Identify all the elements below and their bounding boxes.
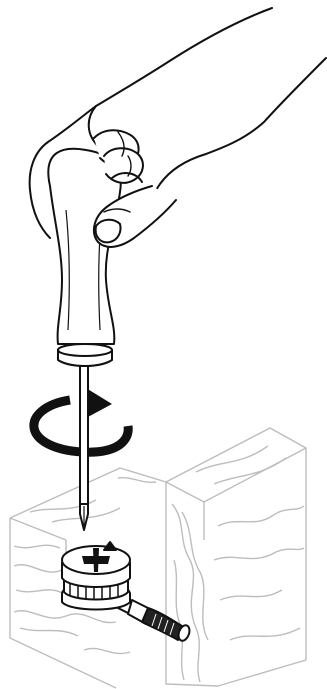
wood-panel-vertical — [166, 428, 306, 686]
rotation-arrowhead — [86, 388, 112, 418]
cam-lock — [62, 542, 130, 610]
